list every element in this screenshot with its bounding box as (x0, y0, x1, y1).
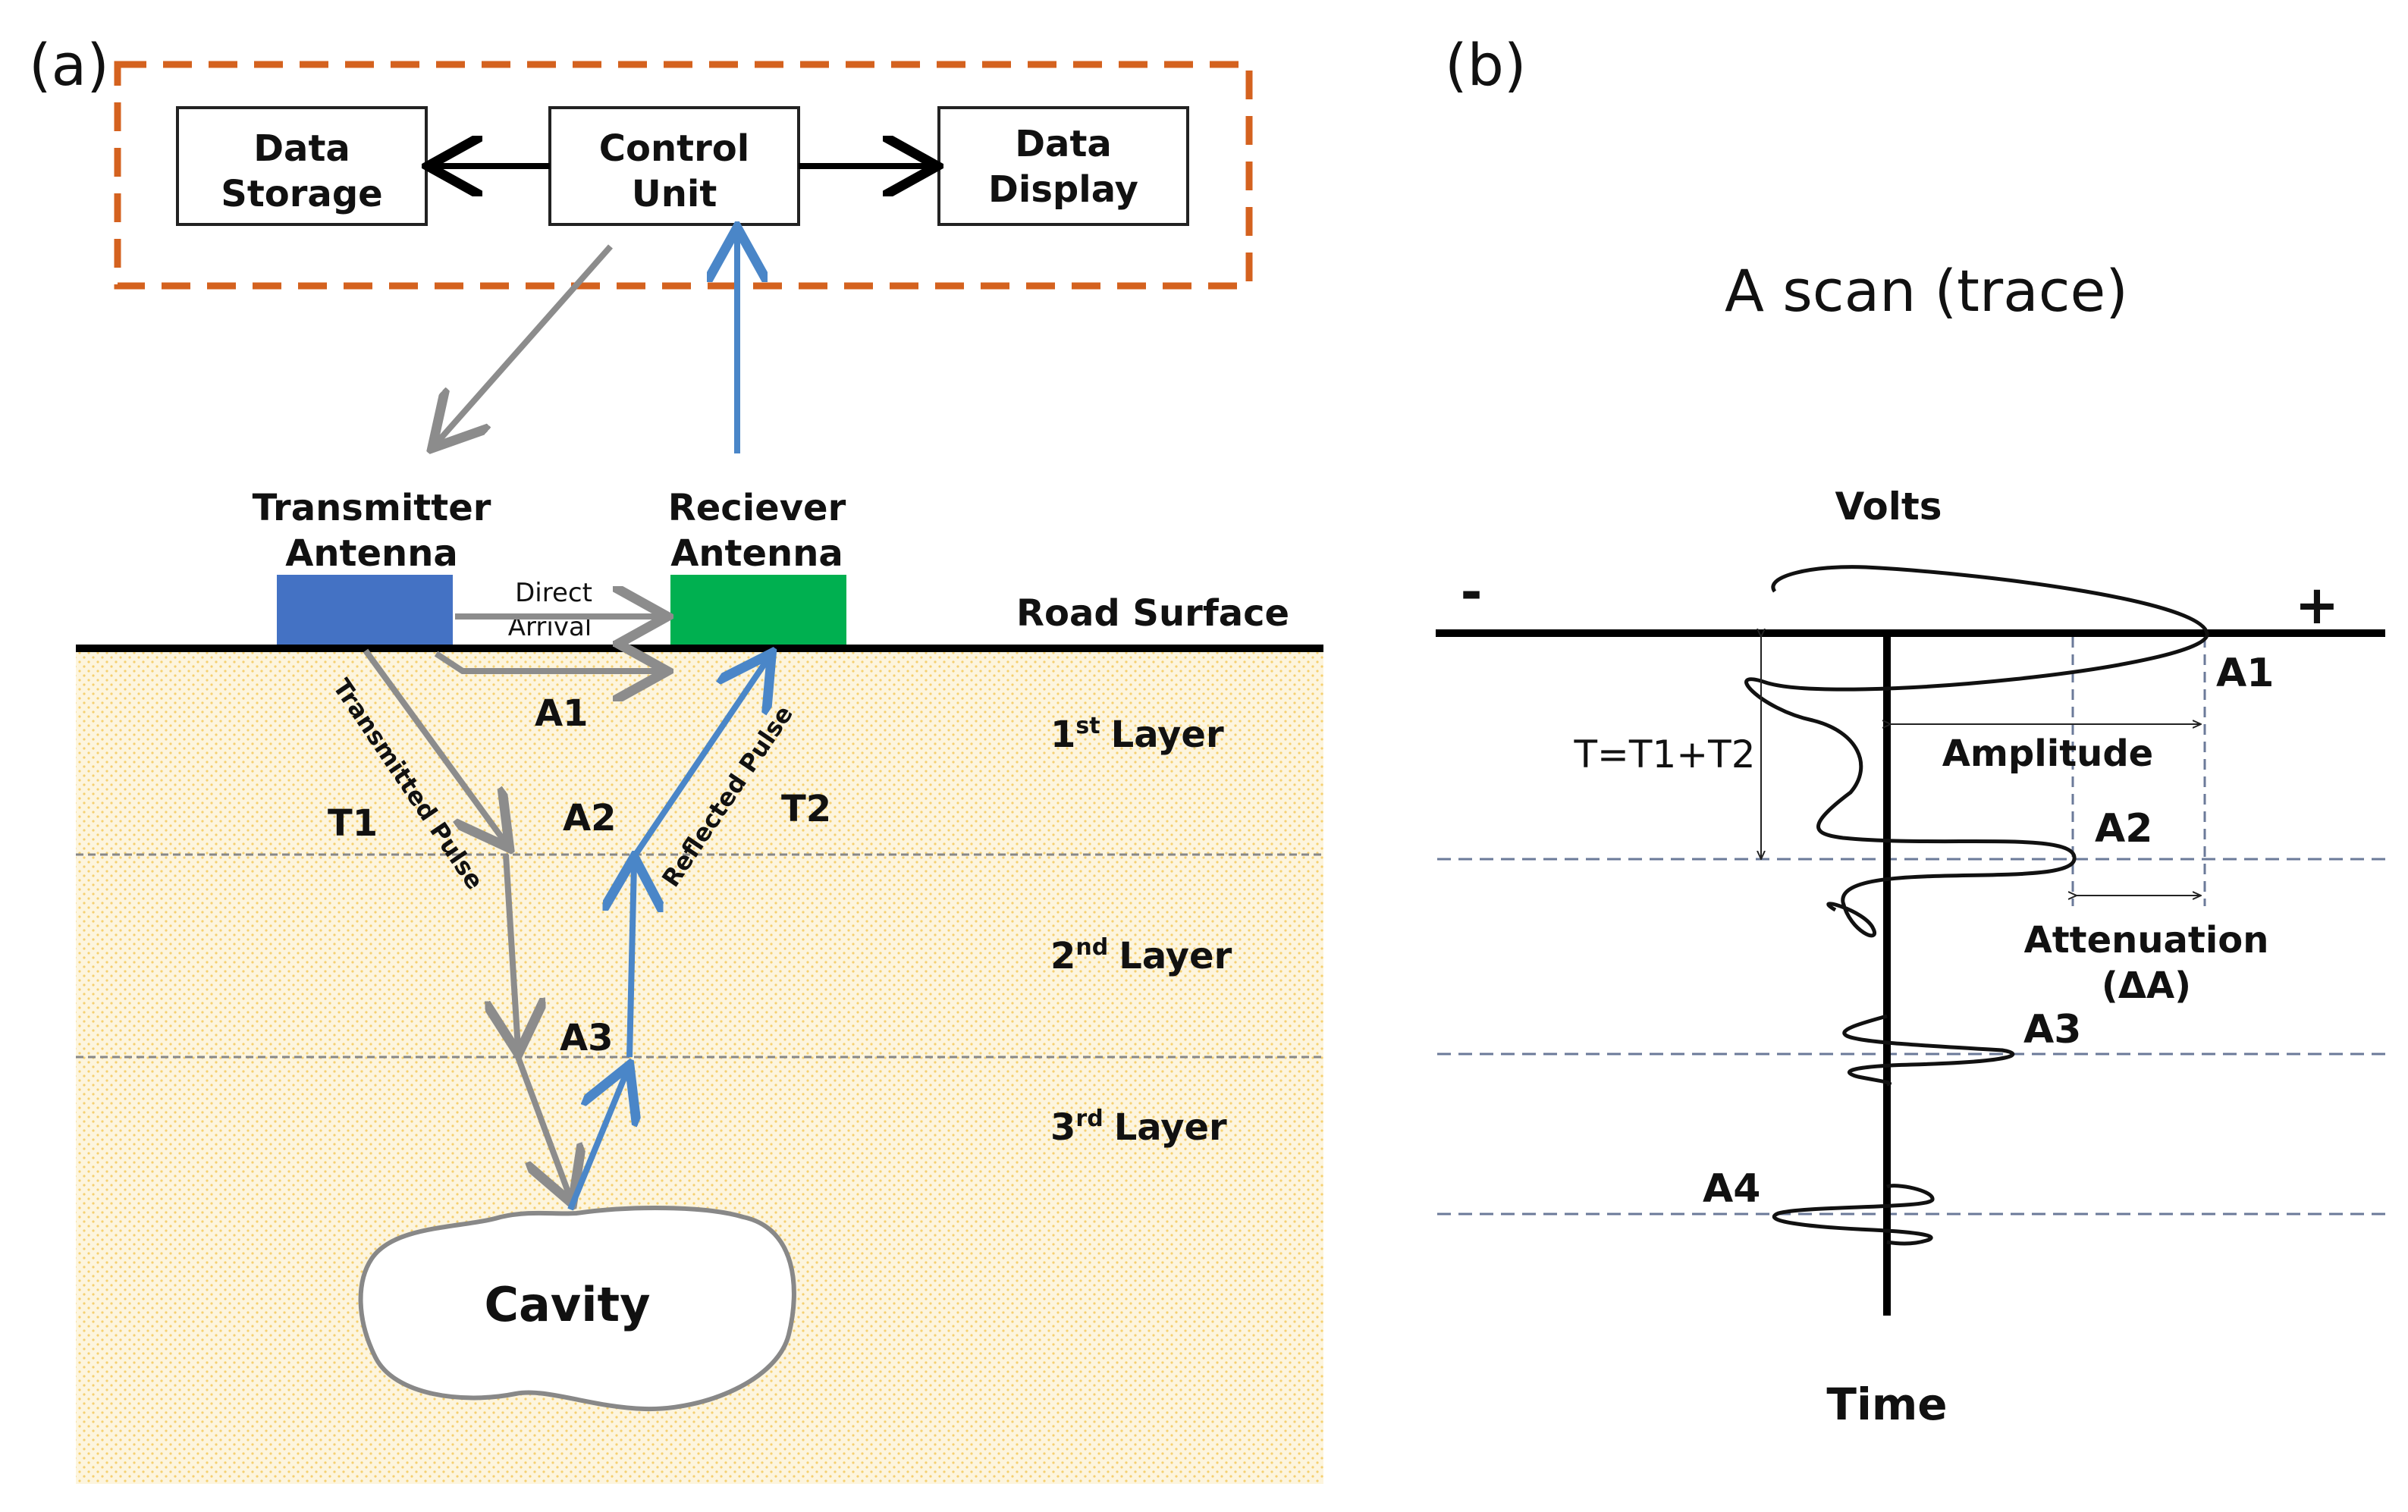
panel-b-label: (b) (1445, 31, 1527, 99)
a-scan-title: A scan (trace) (1725, 257, 2128, 325)
transmitted-path-3 (515, 1056, 570, 1198)
amplitude-label: Amplitude (1942, 732, 2153, 775)
b-a4-label: A4 (1703, 1166, 1760, 1212)
cavity-shape (358, 1206, 796, 1412)
receiver-label-line2: Antenna (670, 532, 843, 575)
direct-arrival-label-line1: Direct (515, 578, 592, 608)
reflected-path-1 (567, 1071, 627, 1211)
data-display-box: Data Display (937, 106, 1189, 226)
transmitted-path-1 (363, 648, 506, 843)
t1-label: T1 (328, 802, 378, 845)
b-a3-label: A3 (2023, 1007, 2081, 1052)
ascan-waveform-a3 (1842, 1014, 2015, 1087)
attenuation-label-line1: Attenuation (2024, 919, 2269, 961)
control-unit-label-line1: Control (599, 127, 749, 170)
ascan-waveform-a4 (1772, 1184, 1935, 1246)
receiver-label-line1: Reciever (668, 487, 846, 529)
attenuation-label-line2: (ΔA) (2102, 965, 2191, 1007)
b-a2-label: A2 (2095, 806, 2152, 852)
a3-label: A3 (560, 1017, 614, 1059)
time-axis-label: Time (1826, 1379, 1947, 1430)
panel-a: (a) Data Storage Control Unit Data Displ… (29, 31, 1323, 1484)
transmitter-antenna (277, 575, 453, 645)
ground-wave-arrow (434, 654, 661, 671)
panel-a-label: (a) (29, 31, 109, 99)
data-storage-label-line2: Storage (221, 173, 382, 215)
t-equation-label: T=T1+T2 (1573, 732, 1755, 776)
a1-label: A1 (535, 692, 589, 735)
data-display-label-line1: Data (1015, 123, 1112, 165)
ascan-waveform-upper (1744, 565, 2209, 938)
t2-label: T2 (781, 788, 831, 830)
panel-b: (b) A scan (trace) Volts - + Amplitude A… (1436, 31, 2385, 1430)
road-surface-label: Road Surface (1016, 592, 1289, 635)
transmitter-label-line2: Antenna (285, 532, 458, 575)
cavity-label: Cavity (484, 1277, 650, 1332)
system-dashed-box (114, 61, 1253, 290)
transmitter-label-line1: Transmitter (253, 487, 491, 529)
data-storage-box: Data Storage (176, 106, 428, 226)
control-unit-label-line2: Unit (632, 173, 717, 215)
volts-label: Volts (1835, 485, 1942, 529)
data-storage-label-line1: Data (253, 127, 350, 170)
a2-label: A2 (563, 797, 617, 839)
b-a1-label: A1 (2216, 651, 2274, 696)
reflected-path-3 (633, 658, 768, 857)
minus-sign: - (1460, 561, 1482, 623)
arrow-control-to-transmitter (436, 244, 613, 444)
plus-sign: + (2295, 574, 2340, 636)
control-unit-box: Control Unit (548, 106, 800, 226)
transmitted-path-2 (506, 854, 518, 1048)
data-display-label-line2: Display (988, 168, 1138, 211)
receiver-antenna (670, 575, 846, 645)
reflected-path-2 (629, 863, 634, 1058)
